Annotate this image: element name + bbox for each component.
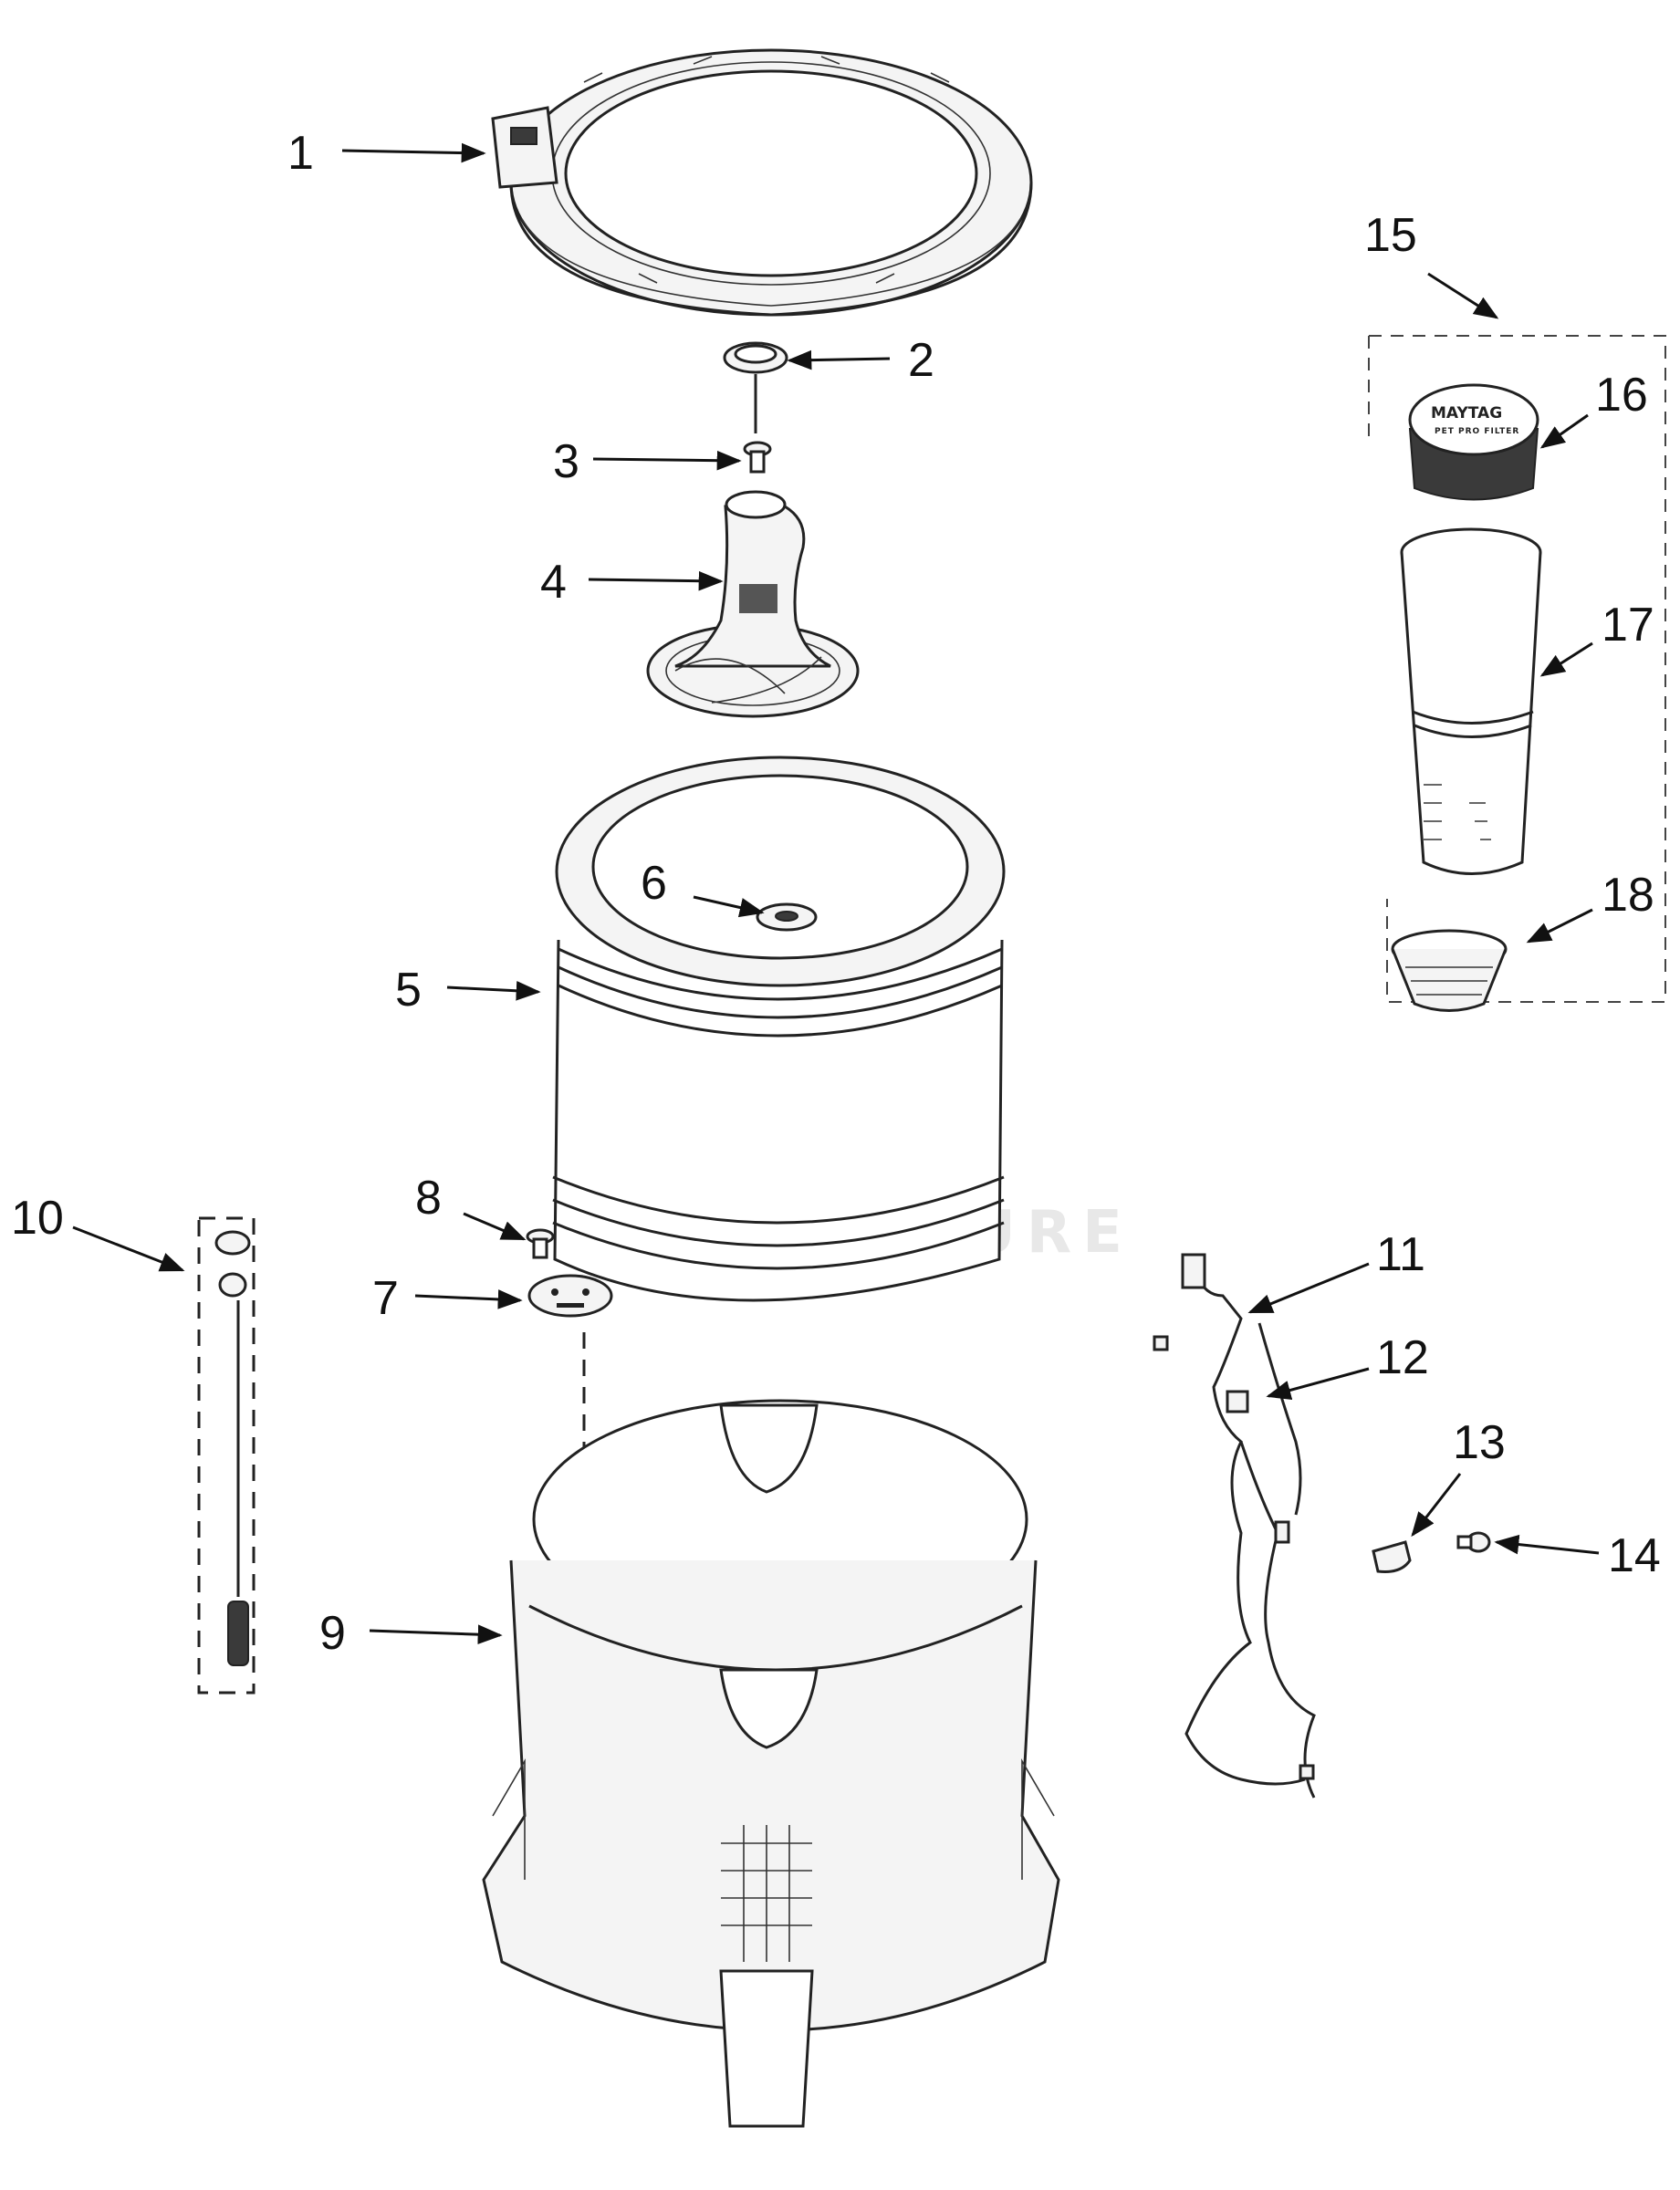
- part-8-screw: [526, 1228, 555, 1259]
- callout-14: 14: [1608, 1529, 1661, 1582]
- part-11-12-wire-harness: [1153, 1253, 1316, 1799]
- part-2-cap: [723, 341, 788, 433]
- part-9-outer-tub: [482, 1399, 1060, 2128]
- callout-18: 18: [1602, 869, 1654, 922]
- callout-9: 9: [319, 1607, 346, 1660]
- callout-3: 3: [553, 435, 579, 488]
- callout-5: 5: [395, 964, 422, 1017]
- part-16-filter-cap: MAYTAG PET PRO FILTER: [1408, 383, 1539, 501]
- part-17-filter-body: [1400, 527, 1542, 875]
- callout-13: 13: [1453, 1416, 1506, 1469]
- leader-arrows: [72, 142, 1600, 1644]
- part-14-screw: [1456, 1531, 1491, 1553]
- part-15-filter-assembly: [1368, 335, 1666, 1003]
- filter-cap-brand: MAYTAG: [1431, 404, 1502, 422]
- part-4-agitator: [646, 490, 860, 718]
- callout-16: 16: [1595, 369, 1648, 422]
- callout-10: 10: [11, 1192, 64, 1245]
- callout-7: 7: [372, 1272, 399, 1325]
- callout-4: 4: [540, 556, 567, 609]
- callout-6: 6: [641, 857, 667, 910]
- callout-15: 15: [1364, 209, 1417, 262]
- callout-1: 1: [287, 127, 314, 180]
- part-6-hub: [756, 902, 818, 932]
- callout-11: 11: [1376, 1228, 1425, 1281]
- callout-17: 17: [1602, 599, 1654, 652]
- part-3-bolt: [743, 441, 772, 474]
- callout-12: 12: [1376, 1331, 1429, 1384]
- callout-2: 2: [908, 334, 934, 387]
- filter-cap-text: PET PRO FILTER: [1435, 427, 1519, 436]
- callout-labels: 1 2 3 4 5 6 7 8 9 10 11 12 13 14 15 16 1…: [11, 127, 1661, 1660]
- part-18-filter-basket: [1391, 929, 1508, 1012]
- callout-8: 8: [415, 1172, 442, 1225]
- part-5-basket: [552, 756, 1006, 1302]
- part-1-tub-ring: [491, 48, 1033, 317]
- part-10-suspension-rod: [197, 1216, 256, 1695]
- part-13-clip: [1372, 1540, 1412, 1573]
